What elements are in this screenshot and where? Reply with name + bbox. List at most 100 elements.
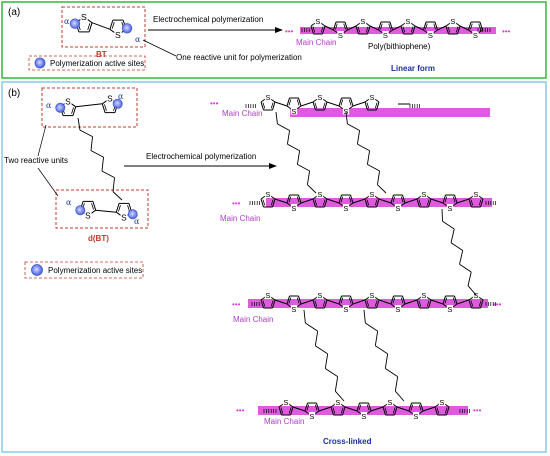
bond-line	[355, 25, 359, 35]
bond-line	[270, 300, 274, 307]
bond-line	[370, 406, 384, 412]
atom-bg	[360, 412, 368, 420]
bond-line	[324, 353, 329, 369]
bond-line	[392, 196, 396, 203]
bond-line	[389, 21, 393, 31]
bond-line	[305, 322, 318, 332]
bond-line	[118, 205, 121, 212]
bond-line	[296, 196, 300, 203]
atom-bg	[264, 190, 272, 198]
bond-line	[382, 406, 386, 416]
sulfur-atom-label: S	[317, 93, 322, 102]
bond-line	[332, 407, 336, 414]
bond-line	[326, 198, 340, 204]
bond-line	[390, 194, 394, 204]
bond-line	[455, 26, 459, 33]
panel-b-legend-text: Polymerization active sites	[48, 266, 142, 275]
bond-line	[395, 390, 405, 402]
atom-bg	[438, 398, 446, 406]
bond-line	[374, 102, 378, 109]
chain-1-dots: •••	[210, 99, 219, 108]
bond-line	[322, 25, 326, 35]
atom-bg	[446, 305, 454, 313]
bond-line	[91, 203, 94, 210]
bond-line	[314, 102, 318, 109]
bond-line	[363, 309, 366, 324]
bond-line	[441, 208, 443, 222]
atom-bg	[368, 291, 376, 299]
bond-line	[478, 300, 482, 307]
bond-line	[326, 299, 340, 305]
panel-a-arrow-label: Electrochemical polymerization	[153, 15, 263, 24]
bond-line	[340, 407, 344, 414]
bond-line	[468, 198, 472, 208]
atom-bg	[114, 31, 122, 39]
bond-line	[365, 26, 369, 33]
bond-line	[392, 297, 396, 304]
bond-line	[274, 299, 288, 305]
atom-bg	[314, 17, 322, 25]
bond-line	[127, 205, 130, 212]
bond-line	[288, 297, 292, 304]
bond-line	[400, 196, 404, 203]
alpha-position-label: α	[46, 101, 52, 110]
alpha-position-label: α	[118, 92, 124, 101]
bond-line	[356, 402, 360, 412]
bond-line	[388, 23, 391, 30]
bond-line	[307, 184, 317, 194]
bond-line	[408, 402, 412, 412]
bond-line	[479, 21, 483, 31]
chain-band-1	[290, 108, 490, 117]
sulfur-atom-label: S	[361, 412, 366, 421]
bond-line	[115, 203, 120, 213]
sulfur-atom-label: S	[447, 204, 452, 213]
bond-line	[296, 297, 300, 304]
panel-b-tag: (b)	[8, 88, 20, 99]
cross-linked-label: Cross-linked	[323, 437, 372, 446]
bond-line	[420, 402, 424, 412]
bond-line	[392, 407, 396, 414]
bond-line	[322, 199, 326, 206]
bond-line	[410, 26, 414, 33]
atom-bg	[64, 97, 72, 105]
bond-line	[314, 331, 319, 346]
bond-line	[437, 25, 447, 31]
atom-bg	[472, 190, 480, 198]
atom-bg	[337, 31, 344, 39]
sulfur-atom-label: S	[421, 190, 426, 199]
bond-line	[402, 295, 406, 305]
atom-bg	[342, 107, 350, 115]
bond-line	[338, 97, 342, 107]
bond-line	[286, 295, 290, 305]
bond-line	[459, 25, 469, 31]
bond-line	[338, 295, 342, 305]
chain-3-dots-right: •••	[493, 300, 502, 309]
polymer-name: Poly(bithiophene)	[368, 42, 431, 51]
bond-line	[345, 111, 348, 124]
bond-line	[426, 300, 430, 307]
bond-line	[304, 402, 308, 412]
sulfur-atom-label: S	[317, 291, 322, 300]
bond-line	[347, 25, 357, 31]
bond-line	[324, 198, 328, 208]
bond-line	[357, 143, 370, 152]
panel-a-legend-text: Polymerization active sites	[50, 59, 144, 68]
bond-line	[378, 198, 392, 204]
bond-line	[412, 25, 416, 35]
bond-line	[468, 299, 472, 309]
bond-line	[457, 25, 461, 35]
chain-2-label: Main Chain	[220, 214, 260, 223]
chain-3-dots-left: •••	[232, 300, 241, 309]
sulfur-atom-label: S	[421, 291, 426, 300]
bond-line	[447, 26, 451, 33]
bond-line	[314, 404, 318, 411]
sulfur-atom-label: S	[335, 398, 340, 407]
bond-line	[298, 295, 302, 305]
active-site-marker	[55, 102, 66, 113]
bond-line	[430, 299, 444, 305]
bond-line	[292, 406, 306, 412]
chain-4-dots-right: •••	[473, 406, 482, 415]
bond-line	[71, 107, 74, 114]
